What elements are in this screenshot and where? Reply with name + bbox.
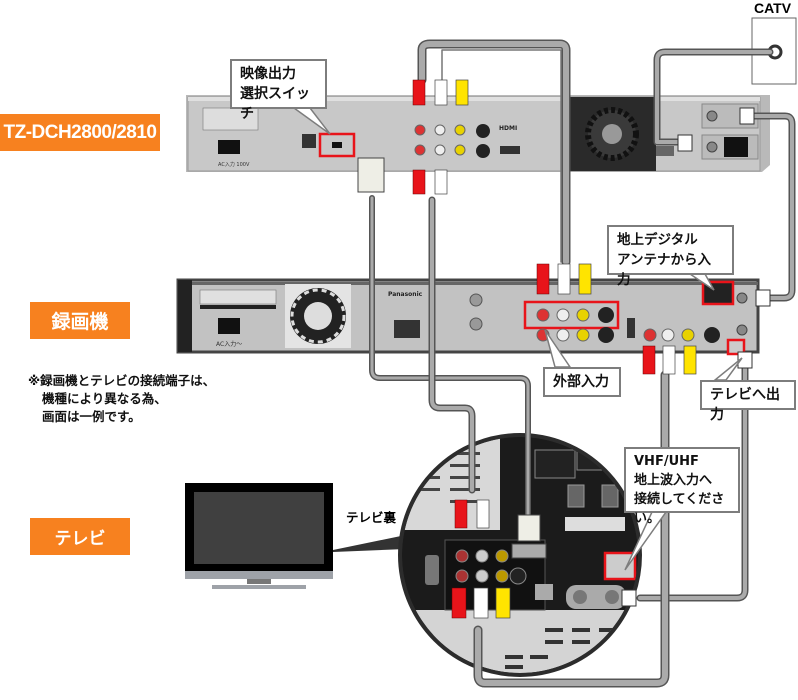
plug-red xyxy=(536,263,550,295)
plug-red xyxy=(642,345,656,375)
recorder-device: AC入力～ Panasonic xyxy=(176,278,760,356)
recorder-label: 録画機 xyxy=(30,302,130,339)
plug-coax xyxy=(677,134,693,152)
plugs xyxy=(357,79,771,619)
callout-line: 地上デジタル xyxy=(617,232,698,248)
tuner-label: TZ-DCH2800/2810 xyxy=(0,114,160,151)
callout-line: 地上波入力へ xyxy=(634,473,713,488)
callout-line: アンテナから入力 xyxy=(617,252,711,288)
note: ※録画機とテレビの接続端子は、 機種により異なる為、 画面は一例です。 xyxy=(28,372,215,426)
plug-red xyxy=(412,79,426,106)
callout-tv-output: テレビへ出力 xyxy=(700,380,796,423)
svg-text:AC入力 100V: AC入力 100V xyxy=(218,161,250,168)
note-line: 機種により異なる為、 xyxy=(42,391,167,406)
plug-coax xyxy=(755,289,771,307)
callout-video-switch: 映像出力 選択スイッチ xyxy=(230,59,327,122)
plug-coax xyxy=(737,351,753,369)
plug-white xyxy=(557,263,571,295)
callout-line: 接続してください。 xyxy=(634,492,725,526)
callout-line: 映像出力 xyxy=(240,66,296,82)
tv-back-circle xyxy=(398,433,642,677)
plug-white xyxy=(476,499,490,529)
note-line: 画面は一例です。 xyxy=(42,409,141,424)
plug-red xyxy=(451,587,467,619)
cables xyxy=(369,39,796,688)
plug-d-terminal xyxy=(357,157,385,193)
tv-illustration xyxy=(185,483,430,589)
plug-d-terminal xyxy=(517,514,541,542)
callout-line: 選択スイッチ xyxy=(240,86,310,122)
plug-white xyxy=(662,345,676,375)
tuner-device: AC入力 100V HDMI xyxy=(186,95,770,172)
plug-red xyxy=(454,499,468,529)
plug-white xyxy=(473,587,489,619)
plug-red xyxy=(412,169,426,195)
svg-text:Panasonic: Panasonic xyxy=(388,291,423,298)
plug-yellow xyxy=(683,345,697,375)
vhf-uhf-highlight xyxy=(603,551,637,581)
tv-label: テレビ xyxy=(30,518,130,555)
plug-yellow xyxy=(495,587,511,619)
plug-white xyxy=(434,79,448,106)
plug-yellow xyxy=(578,263,592,295)
plug-coax xyxy=(621,589,637,607)
external-input-highlight xyxy=(523,300,620,330)
svg-text:HDMI: HDMI xyxy=(499,125,517,132)
tv-back-label: テレビ裏 xyxy=(346,510,397,525)
note-line: ※録画機とテレビの接続端子は、 xyxy=(28,373,216,388)
video-switch-highlight xyxy=(318,132,356,158)
catv-label: CATV xyxy=(754,0,792,16)
plug-yellow xyxy=(455,79,469,106)
callout-vhf-uhf: VHF/UHF 地上波入力へ 接続してください。 xyxy=(624,447,740,526)
callout-digital-antenna: 地上デジタル アンテナから入力 xyxy=(607,225,734,288)
tv-output-highlight xyxy=(726,338,746,356)
plug-white xyxy=(434,169,448,195)
callout-line: VHF/UHF xyxy=(634,454,699,469)
svg-text:AC入力～: AC入力～ xyxy=(216,340,242,348)
callout-external-input: 外部入力 xyxy=(543,367,621,397)
plug-coax xyxy=(739,107,755,125)
